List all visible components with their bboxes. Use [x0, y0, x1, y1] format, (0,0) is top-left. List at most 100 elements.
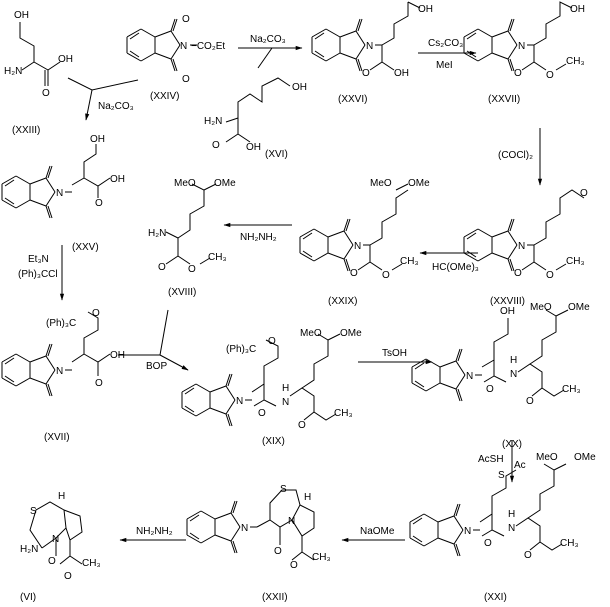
ring-bond [126, 52, 142, 62]
ring-bond [129, 32, 140, 40]
ring-bond [439, 360, 457, 368]
ring-bond [15, 377, 31, 387]
ring-bond [227, 413, 233, 427]
ring-bond [453, 503, 459, 517]
ring-bond [509, 58, 515, 72]
ring-bond [507, 30, 518, 46]
atom-label: O [514, 268, 522, 279]
reagent-trimethyl-orthoformate: HC(OMe)₃ [432, 262, 479, 273]
atom-label: O [182, 74, 190, 85]
ring-bond [455, 503, 461, 517]
atom-label: O [382, 270, 390, 281]
arrow-merge-xxiii-xxiv [67, 77, 139, 91]
ring-bond [507, 58, 513, 72]
label-xxiv: (XXIV) [150, 91, 179, 102]
ring-bond [45, 369, 56, 385]
ring-bond [232, 500, 238, 514]
ring-bond [453, 543, 459, 557]
label-xviii: (XVIII) [168, 287, 196, 298]
label-xxii: (XXII) [262, 592, 288, 603]
ring-bond [423, 537, 439, 547]
label-xxvii: (XXVII) [488, 94, 520, 105]
ring-bond [423, 513, 439, 523]
ring-bond [170, 44, 181, 60]
atom-label: CH₃ [400, 256, 419, 267]
ring-bond [455, 543, 461, 557]
reagent-naome: NaOMe [360, 526, 395, 537]
ring-bond [170, 30, 181, 46]
ring-bond [129, 50, 140, 58]
ring-bond [355, 44, 366, 60]
ring-bond [507, 244, 518, 260]
ring-bond [457, 388, 463, 402]
ring-bond [477, 252, 493, 262]
arrow-to-xix [159, 354, 189, 371]
ring-bond [343, 244, 354, 260]
arrow-merge-xvi [257, 47, 273, 69]
ring-bond [357, 58, 363, 72]
ring-bond [29, 377, 47, 385]
atom-label: H [508, 509, 515, 520]
ring-bond [409, 513, 425, 523]
ring-bond [455, 388, 461, 402]
ring-bond [437, 537, 455, 545]
label-xxix: (XXIX) [328, 296, 357, 307]
ring-bond [343, 218, 349, 232]
atom-label: OH [570, 4, 585, 15]
atom-label: OH [90, 134, 105, 145]
atom-label: OH [110, 174, 125, 185]
reagent-na2co3-top: Na₂CO₃ [250, 34, 286, 45]
ring-bond [355, 18, 361, 32]
atom-label: H [282, 383, 289, 394]
ring-bond [357, 18, 363, 32]
ring-bond [45, 165, 51, 179]
ring-bond [507, 230, 518, 246]
atom-label: O [298, 420, 306, 431]
ring-bond [232, 540, 238, 554]
label-xx: (XX) [502, 439, 522, 450]
reagent-tsoh: TsOH [382, 348, 407, 359]
label-xxiii: (XXIII) [12, 125, 40, 136]
atom-label: CH₃ [566, 56, 585, 67]
arrow-bop-merge-xviii [159, 309, 169, 356]
ring-bond [186, 534, 202, 544]
atom-label: (Ph)₃C [226, 344, 256, 355]
ring-bond [425, 382, 441, 392]
ring-bond [225, 399, 236, 415]
ring-bond [195, 407, 211, 417]
atom-label: O [268, 336, 276, 347]
atom-label: H [58, 491, 65, 502]
ring-bond [15, 175, 31, 185]
atom-label: O [484, 538, 492, 549]
atom-label: O [95, 198, 103, 209]
label-xxv: (XXV) [72, 242, 99, 253]
ring-bond [154, 30, 172, 38]
phthalimide-rings [1, 18, 534, 557]
atom-label: O [258, 408, 266, 419]
ring-bond [313, 228, 329, 238]
atom-label: N [510, 369, 517, 380]
ring-bond [230, 512, 241, 528]
ring-bond [509, 218, 515, 232]
bond-skeletons [19, 1, 585, 565]
ring-bond [327, 252, 345, 260]
atom-label: OMe [408, 178, 430, 189]
atom-label: O [48, 556, 56, 567]
ring-bond [339, 30, 357, 38]
atom-label: O [92, 308, 100, 319]
ring-bond [140, 28, 156, 38]
ring-bond [411, 358, 427, 368]
ring-bond [230, 526, 241, 542]
ring-bond [29, 199, 47, 207]
atom-label: O [274, 546, 282, 557]
atom-label: CH₃ [566, 256, 585, 267]
ring-bond [412, 535, 423, 543]
ring-bond [302, 250, 313, 258]
ring-bond [414, 380, 425, 388]
ring-bond [313, 252, 329, 262]
atom-label: H₂N [148, 228, 166, 239]
ring-bond [491, 52, 509, 60]
atom-label: MeO [174, 178, 196, 189]
ring-bond [343, 258, 349, 272]
label-xxviii: (XXVIII) [490, 296, 525, 307]
